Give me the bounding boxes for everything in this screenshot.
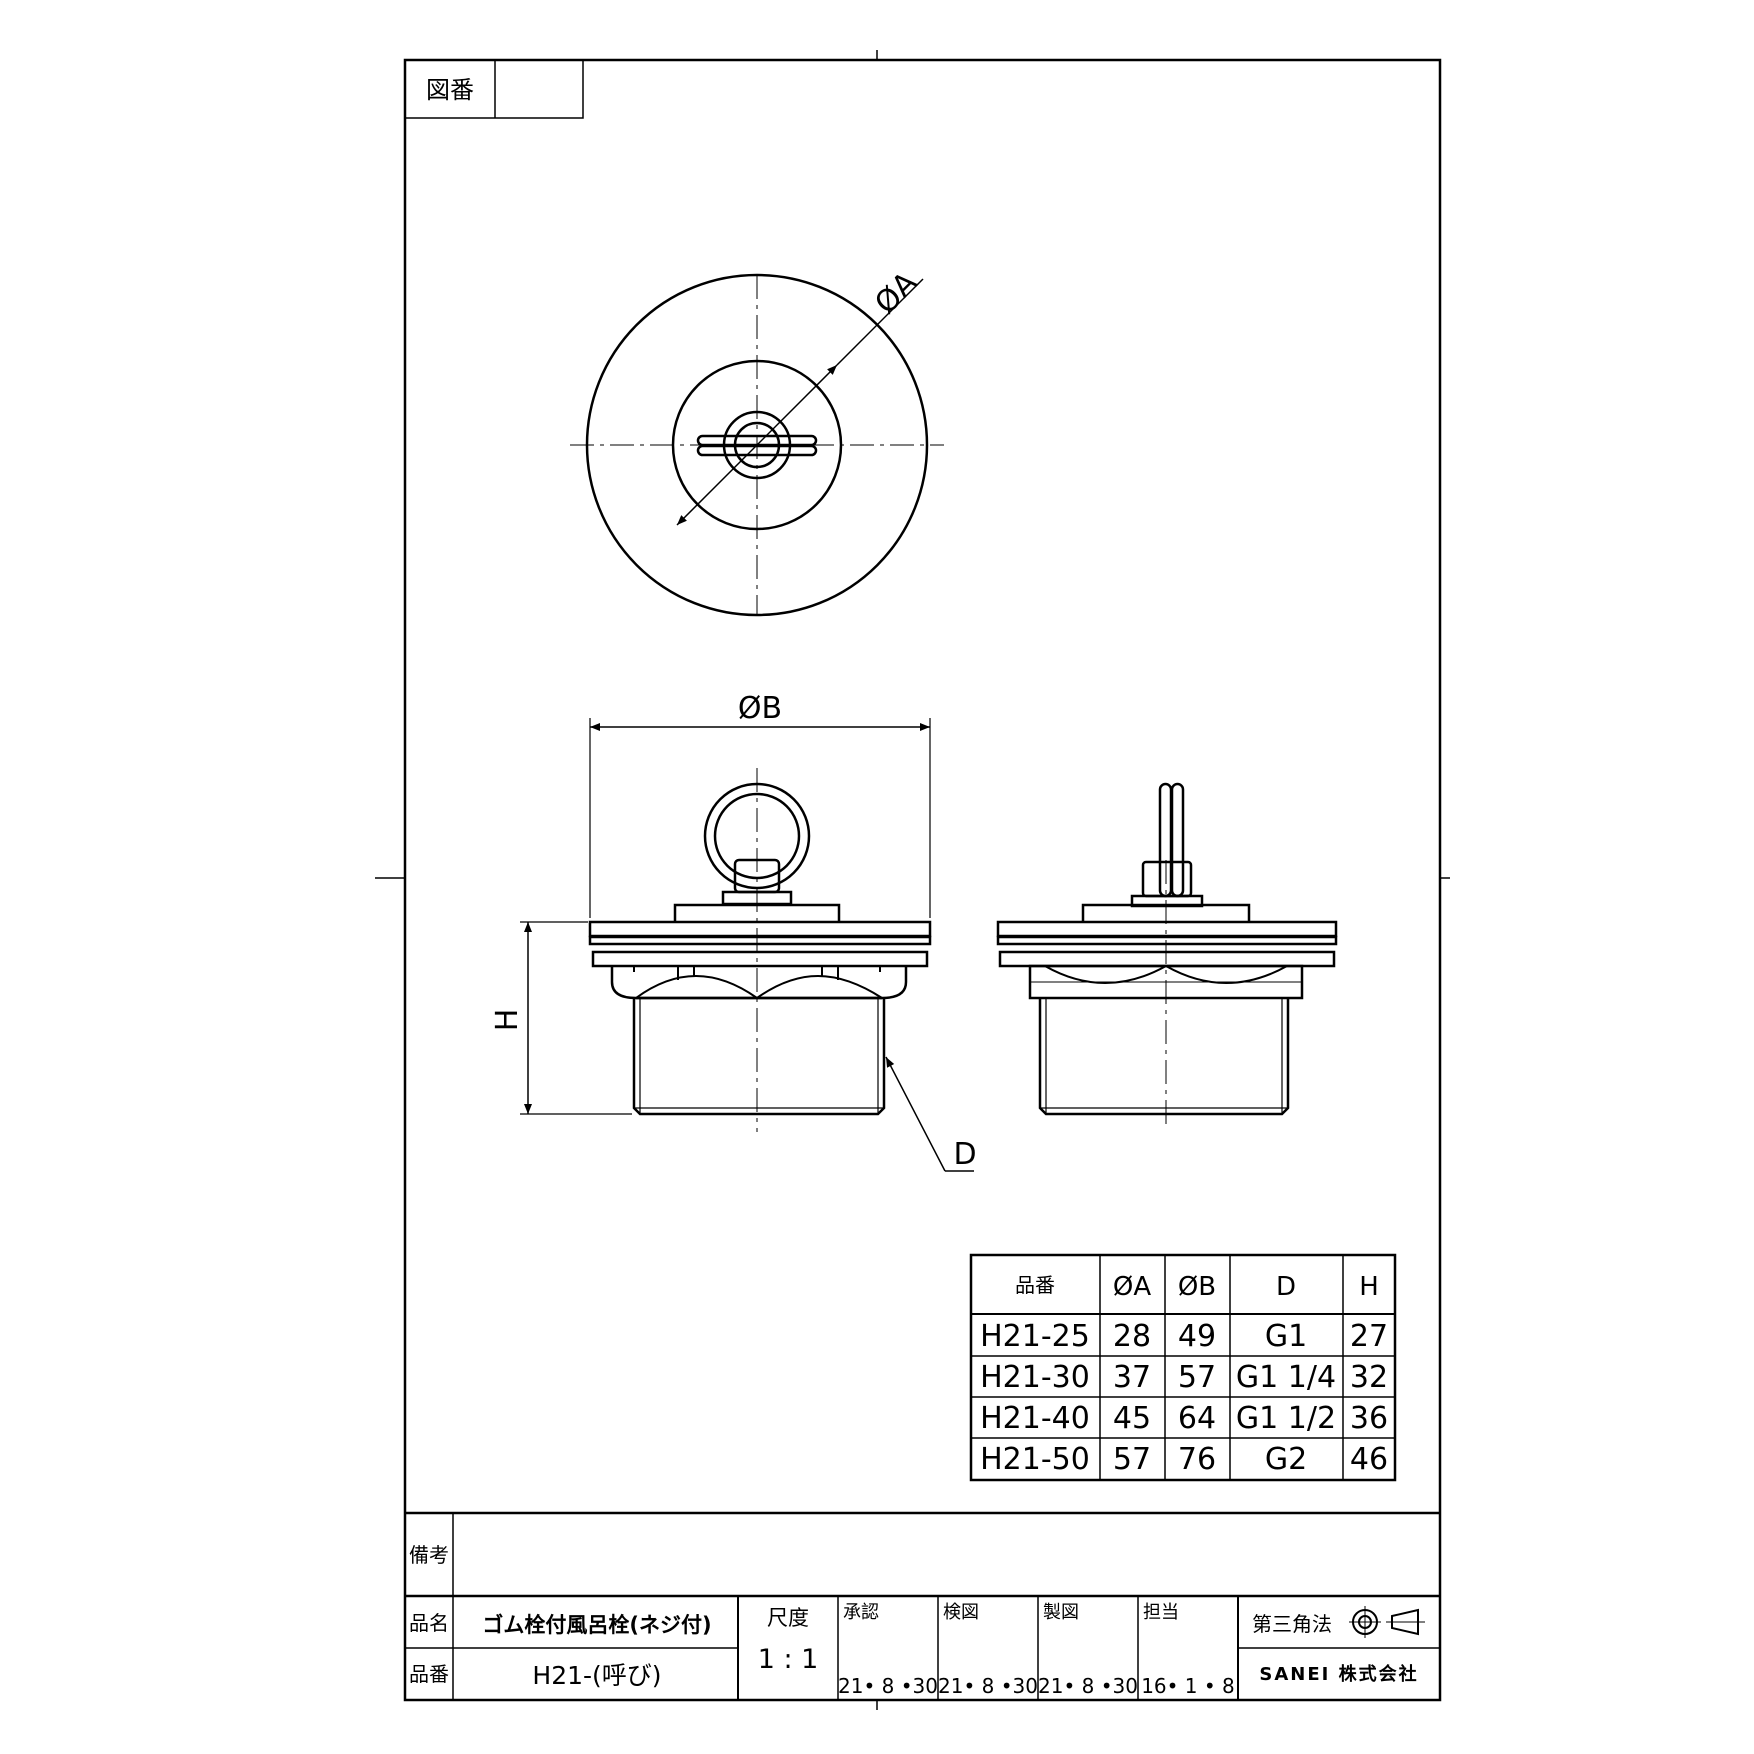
third-angle-projection-icon [1349, 1606, 1425, 1638]
spec-table-header: 品番 [1015, 1273, 1055, 1297]
spec-table-cell: 76 [1178, 1442, 1216, 1477]
spec-table-cell: G1 [1265, 1319, 1307, 1354]
dimension-label-diameter-a: ØA [868, 265, 924, 321]
approved-label: 承認 [843, 1602, 879, 1623]
approved-date: 21• 8 •30 [838, 1674, 938, 1698]
spec-table-grid [969, 1253, 1397, 1482]
spec-table-cell: 36 [1350, 1401, 1388, 1436]
spec-table-header: ØB [1178, 1272, 1216, 1302]
remarks-label: 備考 [409, 1543, 449, 1567]
spec-table: 品番 ØA ØB D H H21-25 28 49 G1 27 H21-30 3… [980, 1272, 1388, 1477]
spec-table-header: D [1276, 1272, 1296, 1302]
spec-table-cell: H21-25 [980, 1319, 1090, 1354]
spec-table-cell: 28 [1113, 1319, 1151, 1354]
spec-table-cell: 57 [1113, 1442, 1151, 1477]
checked-date: 21• 8 •30 [938, 1674, 1038, 1698]
in-charge-date: 16• 1 • 8 [1141, 1674, 1235, 1698]
drawing-number-label: 図番 [426, 76, 474, 104]
top-view [570, 273, 944, 617]
spec-table-cell: 49 [1178, 1319, 1216, 1354]
in-charge-label: 担当 [1143, 1602, 1179, 1623]
product-number-value: H21-(呼び) [532, 1661, 661, 1690]
spec-table-cell: 45 [1113, 1401, 1151, 1436]
title-block-grid [405, 1511, 1440, 1700]
sheet-frame [375, 50, 1450, 1710]
spec-table-cell: H21-40 [980, 1401, 1090, 1436]
drawn-label: 製図 [1043, 1602, 1079, 1623]
company-name: SANEI 株式会社 [1259, 1663, 1418, 1685]
spec-table-cell: 32 [1350, 1360, 1388, 1395]
product-name-value: ゴム栓付風呂栓(ネジ付) [482, 1613, 711, 1637]
product-number-label: 品番 [409, 1662, 449, 1686]
drawn-date: 21• 8 •30 [1038, 1674, 1138, 1698]
projection-label: 第三角法 [1252, 1612, 1332, 1636]
scale-label: 尺度 [767, 1606, 809, 1630]
spec-table-header: ØA [1113, 1272, 1151, 1302]
checked-label: 検図 [943, 1602, 979, 1623]
product-name-label: 品名 [409, 1611, 449, 1635]
spec-table-cell: G1 1/4 [1236, 1360, 1336, 1395]
spec-table-header: H [1359, 1272, 1379, 1302]
dimension-label-height: H [490, 1009, 525, 1032]
spec-table-cell: 37 [1113, 1360, 1151, 1395]
spec-table-cell: H21-50 [980, 1442, 1090, 1477]
side-view [996, 782, 1338, 1130]
spec-table-cell: G1 1/2 [1236, 1401, 1336, 1436]
spec-table-cell: 57 [1178, 1360, 1216, 1395]
spec-table-cell: H21-30 [980, 1360, 1090, 1395]
spec-table-cell: 64 [1178, 1401, 1216, 1436]
spec-table-cell: 27 [1350, 1319, 1388, 1354]
dimension-label-thread: D [953, 1137, 976, 1172]
spec-table-cell: G2 [1265, 1442, 1307, 1477]
spec-table-cell: 46 [1350, 1442, 1388, 1477]
front-view [520, 718, 974, 1172]
scale-value: 1 : 1 [758, 1644, 819, 1675]
dimension-label-diameter-b: ØB [738, 691, 782, 726]
